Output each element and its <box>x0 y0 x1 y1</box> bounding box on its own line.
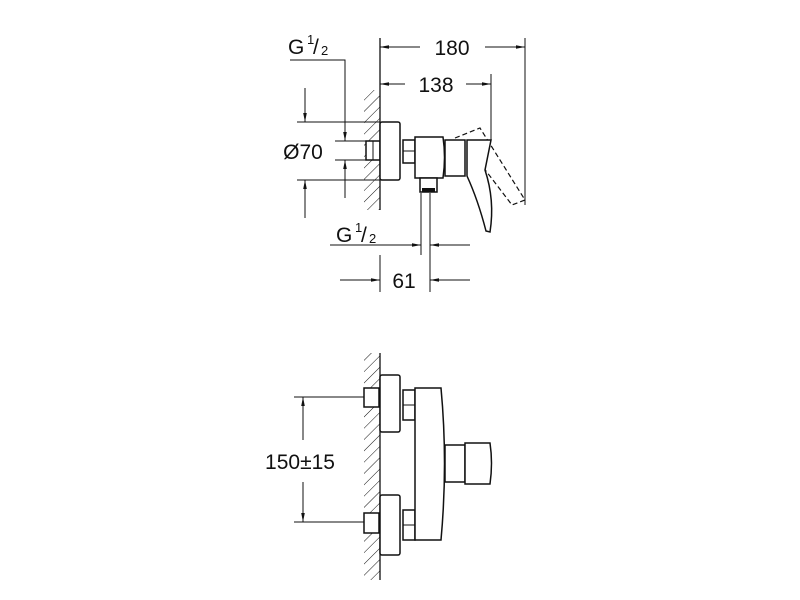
thread-outlet-den: 2 <box>369 231 376 246</box>
front-view: 150±15 <box>265 353 493 580</box>
dimension-138: 138 <box>380 74 492 140</box>
thread-outlet: G 1 / 2 <box>330 193 470 292</box>
flange <box>379 121 401 181</box>
handle-cap <box>464 442 493 485</box>
thread-inlet-num: 1 <box>307 32 314 47</box>
lever-raised-dashed <box>454 127 526 206</box>
dim-61-label: 61 <box>392 270 415 293</box>
lever-base <box>444 139 466 177</box>
valve-body-front <box>414 387 446 541</box>
thread-outlet-slash: / <box>361 224 367 247</box>
dimension-diameter: Ø70 <box>283 88 380 218</box>
lever <box>466 139 493 233</box>
side-view: 180 138 Ø70 G 1 / 2 <box>283 32 526 293</box>
thread-inlet-g: G <box>288 36 304 59</box>
dim-diameter-label: Ø70 <box>283 141 323 164</box>
lower-flange <box>379 494 401 556</box>
dim-150-label: 150±15 <box>265 451 335 474</box>
dim-180-label: 180 <box>434 37 469 60</box>
handle-stem <box>444 444 466 483</box>
valve-body <box>414 136 446 179</box>
dimension-61: 61 <box>340 255 470 293</box>
dim-138-label: 138 <box>418 74 453 97</box>
wall <box>364 38 381 210</box>
lower-inlet-nut <box>363 512 380 534</box>
upper-inlet-nut <box>363 387 380 408</box>
thread-inlet-den: 2 <box>321 43 328 58</box>
thread-outlet-num: 1 <box>355 220 362 235</box>
thread-inlet-slash: / <box>313 36 319 59</box>
dimension-150: 150±15 <box>265 396 364 523</box>
thread-outlet-g: G <box>336 224 352 247</box>
wall <box>364 353 381 580</box>
upper-flange <box>379 374 401 433</box>
thread-inlet: G 1 / 2 <box>288 32 366 198</box>
dimension-180: 180 <box>380 37 526 205</box>
